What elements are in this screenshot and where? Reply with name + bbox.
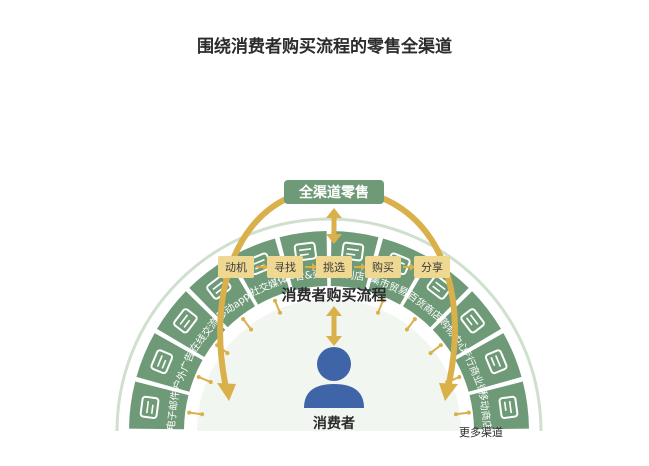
channel-segment: 步行商业街 bbox=[455, 333, 522, 396]
process-step: 购买 bbox=[365, 256, 401, 278]
process-step-box bbox=[414, 256, 450, 278]
speaker-icon bbox=[293, 241, 317, 262]
connector-arrow bbox=[196, 375, 213, 385]
right-arc-arrowhead bbox=[439, 383, 458, 401]
process-step-box bbox=[267, 256, 303, 278]
connector-arrow bbox=[445, 375, 462, 385]
connector-arrow bbox=[241, 317, 254, 332]
process-step-label: 分享 bbox=[421, 260, 443, 274]
process-step-label: 动机 bbox=[225, 260, 247, 274]
process-step-box bbox=[365, 256, 401, 278]
mobile-shop-icon bbox=[498, 395, 519, 419]
process-step-box bbox=[218, 256, 254, 278]
more-channels-label: 更多渠道 bbox=[459, 425, 503, 439]
process-step-label: 挑选 bbox=[323, 260, 345, 274]
channel-segment-bg bbox=[432, 291, 501, 357]
connector-arrows bbox=[187, 298, 471, 417]
channel-segment: 在线交流 bbox=[157, 291, 226, 357]
diagram-title: 围绕消费者购买流程的零售全渠道 bbox=[197, 37, 452, 57]
step-arrow bbox=[403, 263, 415, 271]
walking-person-icon bbox=[484, 349, 508, 375]
channel-segment-bg bbox=[157, 291, 226, 357]
connector-arrow bbox=[453, 410, 471, 417]
step-arrow bbox=[354, 263, 366, 271]
process-step: 寻找 bbox=[267, 256, 303, 278]
step-arrow bbox=[305, 263, 317, 271]
channel-segment: 电子邮件 bbox=[129, 381, 189, 431]
process-step: 分享 bbox=[414, 256, 450, 278]
consumer-person-icon bbox=[304, 347, 364, 408]
hub-box bbox=[284, 180, 384, 204]
connector-arrow bbox=[187, 410, 205, 417]
consumer-label: 消费者 bbox=[313, 415, 355, 432]
envelope-icon bbox=[139, 395, 160, 419]
billboard-icon bbox=[150, 349, 174, 375]
outer-ring bbox=[115, 217, 543, 432]
connector-arrow bbox=[375, 298, 385, 315]
step-arrow bbox=[256, 263, 268, 271]
hub-steps-arrow bbox=[326, 208, 342, 244]
connector-arrow bbox=[215, 343, 230, 356]
department-store-icon bbox=[426, 275, 452, 300]
left-arc-arrowhead bbox=[217, 383, 236, 401]
channel-segment: 移动商店 bbox=[469, 381, 529, 431]
process-consumer-arrow bbox=[326, 306, 342, 346]
shopping-cart-icon bbox=[460, 308, 485, 334]
channel-segment: 户外广告 bbox=[136, 333, 203, 392]
process-steps: 动机 寻找 挑选 购买 分享 bbox=[218, 256, 450, 278]
chat-bubbles-icon bbox=[173, 308, 198, 334]
connector-arrow bbox=[428, 343, 443, 356]
connector-arrow bbox=[404, 317, 417, 332]
connector-arrow bbox=[273, 298, 283, 315]
process-step-box bbox=[316, 256, 352, 278]
process-step: 动机 bbox=[218, 256, 254, 278]
process-step-label: 寻找 bbox=[274, 260, 296, 274]
process-step: 挑选 bbox=[316, 256, 352, 278]
channel-segment-bg bbox=[403, 259, 469, 328]
process-step-label: 购买 bbox=[372, 260, 394, 274]
hub-label: 全渠道零售 bbox=[298, 184, 369, 201]
process-title: 消费者购买流程 bbox=[281, 286, 386, 304]
